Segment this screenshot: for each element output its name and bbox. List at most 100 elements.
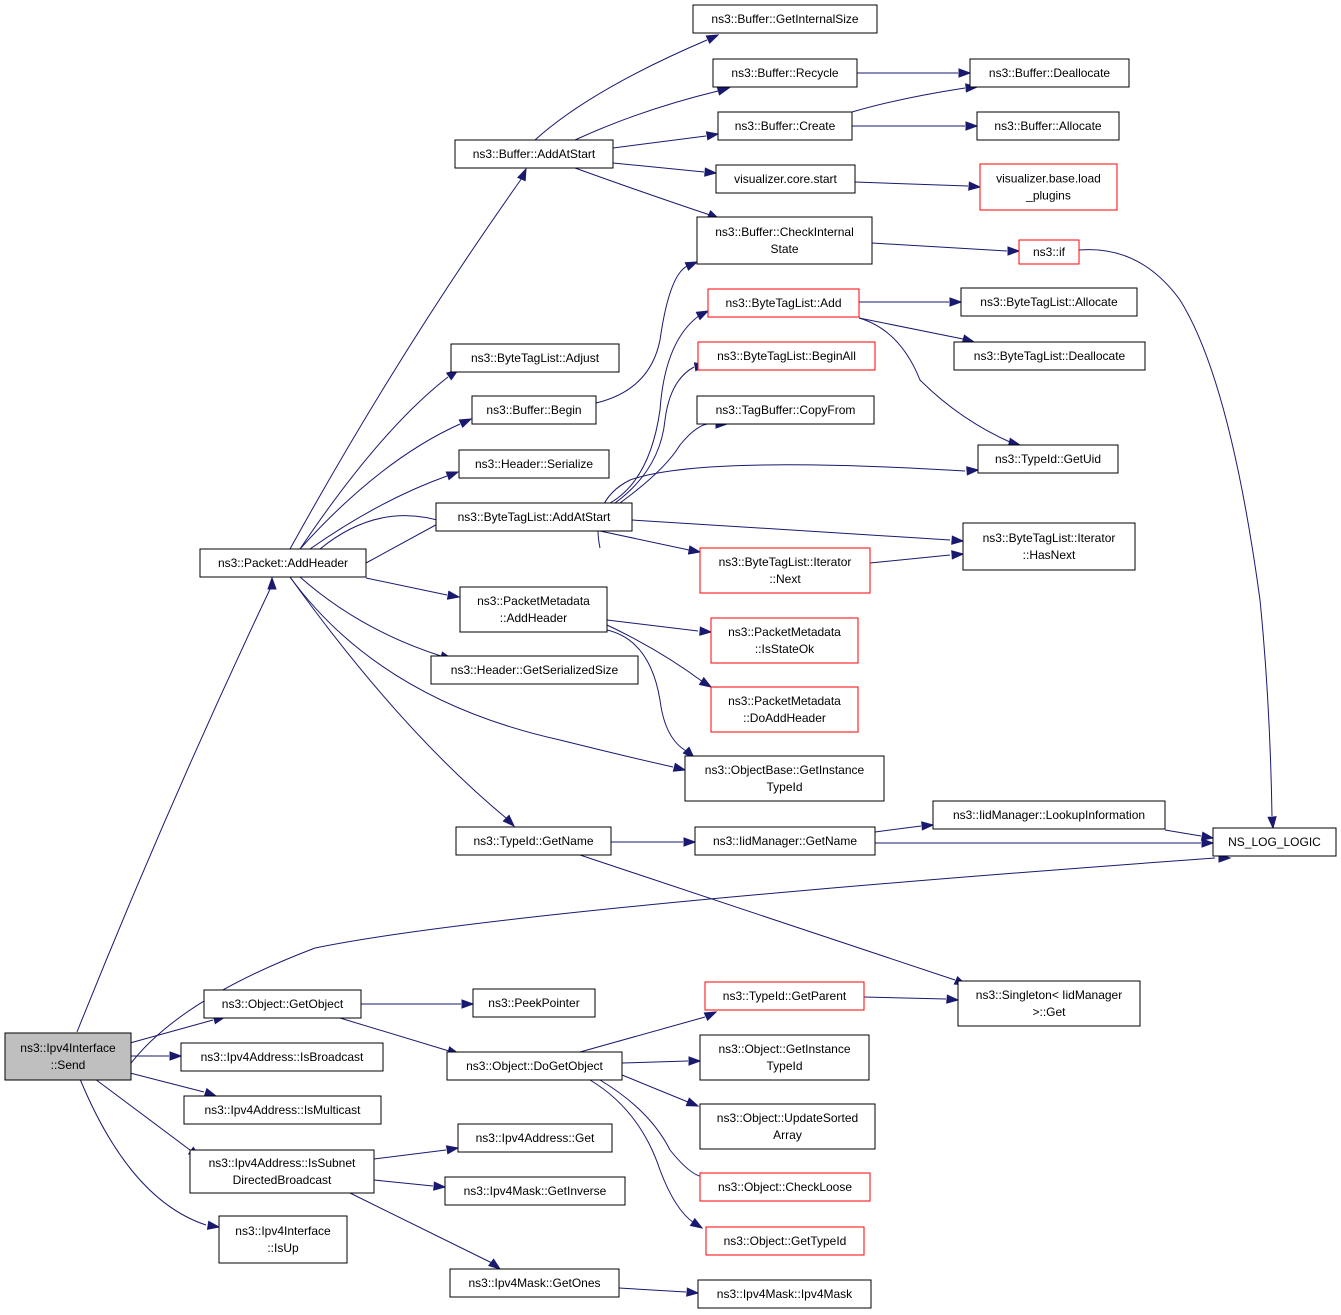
call-edge [599, 1079, 714, 1182]
call-edge [361, 999, 475, 1009]
function-node-issubnet[interactable]: ns3::Ipv4Address::IsSubnetDirectedBroadc… [189, 1149, 375, 1194]
function-node-nslog[interactable]: NS_LOG_LOGIC [1212, 827, 1337, 857]
node-box [1212, 827, 1337, 857]
call-edge [309, 471, 460, 550]
call-edge [579, 854, 968, 986]
function-node-ns3if[interactable]: ns3::if [1018, 239, 1080, 265]
function-node-bufbegin[interactable]: ns3::Buffer::Begin [471, 395, 597, 425]
function-node-btladdatstart[interactable]: ns3::ByteTagList::AddAtStart [435, 502, 633, 532]
function-node-btladjust[interactable]: ns3::ByteTagList::Adjust [450, 343, 620, 373]
function-node-hdrserialize[interactable]: ns3::Header::Serialize [458, 449, 610, 479]
function-node-objcheckloose[interactable]: ns3::Object::CheckLoose [699, 1172, 871, 1202]
function-node-viscorestart[interactable]: visualizer.core.start [715, 164, 856, 194]
function-node-pmisstateok[interactable]: ns3::PacketMetadata::IsStateOk [710, 617, 859, 664]
function-node-send[interactable]: ns3::Ipv4Interface::Send [4, 1032, 132, 1081]
function-node-bufrecycle[interactable]: ns3::Buffer::Recycle [712, 58, 858, 88]
call-edge [611, 837, 697, 847]
call-edge [299, 576, 454, 661]
function-node-tidgetuid[interactable]: ns3::TypeId::GetUid [977, 444, 1119, 474]
function-node-addheader[interactable]: ns3::Packet::AddHeader [199, 548, 367, 578]
call-edge [619, 419, 729, 504]
call-edge [579, 1011, 718, 1053]
function-node-bufallocate[interactable]: ns3::Buffer::Allocate [976, 111, 1120, 141]
function-node-btlbeginall[interactable]: ns3::ByteTagList::BeginAll [697, 341, 876, 371]
node-label: ns3::PeekPointer [488, 996, 579, 1010]
function-node-maskipv4mask[interactable]: ns3::Ipv4Mask::Ipv4Mask [697, 1279, 872, 1309]
node-label: ns3::PacketMetadata [477, 594, 590, 608]
node-label: ns3::Object::UpdateSorted [717, 1111, 858, 1125]
function-node-singletonget[interactable]: ns3::Singleton< IidManager>::Get [957, 980, 1141, 1027]
call-edge [618, 1287, 700, 1297]
node-label: ::IsUp [267, 1241, 299, 1255]
function-node-isup[interactable]: ns3::Ipv4Interface::IsUp [218, 1215, 348, 1264]
node-label: ns3::Ipv4Address::IsBroadcast [201, 1050, 364, 1064]
function-node-bufgetinternalsize[interactable]: ns3::Buffer::GetInternalSize [692, 4, 878, 34]
function-node-pmdoaddheader[interactable]: ns3::PacketMetadata::DoAddHeader [710, 686, 859, 733]
function-node-peekpointer[interactable]: ns3::PeekPointer [472, 988, 596, 1018]
function-node-btlithasnext[interactable]: ns3::ByteTagList::Iterator::HasNext [962, 522, 1136, 571]
call-edge [859, 297, 963, 307]
node-label: ns3::Buffer::Create [735, 119, 836, 133]
node-box [962, 522, 1136, 571]
call-edge [606, 619, 713, 636]
function-node-isbroadcast[interactable]: ns3::Ipv4Address::IsBroadcast [180, 1042, 384, 1072]
node-box [699, 547, 871, 594]
function-node-visloadplugins[interactable]: visualizer.base.load_plugins [979, 163, 1118, 211]
call-edge [1164, 829, 1215, 841]
call-edge [289, 576, 687, 772]
node-label: ns3::Ipv4Address::Get [476, 1131, 595, 1145]
node-box [183, 1095, 382, 1125]
call-edge [365, 577, 461, 600]
function-node-tagbufcopyfrom[interactable]: ns3::TagBuffer::CopyFrom [696, 395, 875, 425]
function-node-tidgetname[interactable]: ns3::TypeId::GetName [455, 826, 612, 856]
node-label: ::HasNext [1023, 548, 1076, 562]
function-node-maskgetones[interactable]: ns3::Ipv4Mask::GetOnes [449, 1268, 620, 1298]
node-label: ns3::Object::GetObject [222, 997, 344, 1011]
function-node-getobject[interactable]: ns3::Object::GetObject [203, 989, 362, 1019]
function-node-pmaddheader[interactable]: ns3::PacketMetadata::AddHeader [459, 586, 608, 633]
function-node-ipv4addrget[interactable]: ns3::Ipv4Address::Get [457, 1123, 613, 1153]
call-edge [612, 162, 718, 177]
call-edge [574, 86, 731, 141]
node-box [960, 287, 1138, 317]
function-node-btldeallocate[interactable]: ns3::ByteTagList::Deallocate [953, 341, 1146, 371]
function-node-btlallocate[interactable]: ns3::ByteTagList::Allocate [960, 287, 1138, 317]
node-box [717, 111, 853, 141]
node-box [684, 755, 885, 802]
node-label: ns3::ByteTagList::Allocate [980, 295, 1118, 309]
function-node-objgettypeid[interactable]: ns3::Object::GetTypeId [705, 1226, 865, 1256]
node-label: ns3::Buffer::CheckInternal [715, 225, 854, 239]
function-node-bufaddatstart[interactable]: ns3::Buffer::AddAtStart [454, 139, 614, 169]
function-node-ismulticast[interactable]: ns3::Ipv4Address::IsMulticast [183, 1095, 382, 1125]
call-edge [875, 838, 1215, 848]
node-box [189, 1149, 375, 1194]
function-node-btlitnext[interactable]: ns3::ByteTagList::Iterator::Next [699, 547, 871, 594]
function-node-hdrgetsize[interactable]: ns3::Header::GetSerializedSize [430, 655, 639, 685]
node-box [707, 288, 860, 318]
call-edge [599, 530, 702, 555]
node-label: ns3::ByteTagList::BeginAll [717, 349, 856, 363]
function-node-iidgetname[interactable]: ns3::IidManager::GetName [694, 826, 876, 856]
call-edge [612, 131, 720, 149]
function-node-bufcreate[interactable]: ns3::Buffer::Create [717, 111, 853, 141]
node-box [218, 1215, 348, 1264]
function-node-tidgetparent[interactable]: ns3::TypeId::GetParent [704, 981, 865, 1011]
function-node-dogetobject[interactable]: ns3::Object::DoGetObject [446, 1051, 623, 1081]
node-label: ns3::Buffer::Deallocate [989, 66, 1111, 80]
node-box [430, 655, 639, 685]
function-node-bufdeallocate[interactable]: ns3::Buffer::Deallocate [969, 58, 1130, 88]
function-node-btladd[interactable]: ns3::ByteTagList::Add [707, 288, 860, 318]
node-label: ns3::TagBuffer::CopyFrom [716, 403, 856, 417]
function-node-maskgetinverse[interactable]: ns3::Ipv4Mask::GetInverse [444, 1176, 626, 1206]
call-edge [129, 1072, 218, 1097]
node-label: ns3::PacketMetadata [728, 694, 841, 708]
node-box [699, 1034, 870, 1081]
node-label: ns3::TypeId::GetUid [995, 452, 1101, 466]
function-node-iidlookup[interactable]: ns3::IidManager::LookupInformation [932, 800, 1166, 830]
node-label: ns3::IidManager::LookupInformation [953, 808, 1145, 822]
